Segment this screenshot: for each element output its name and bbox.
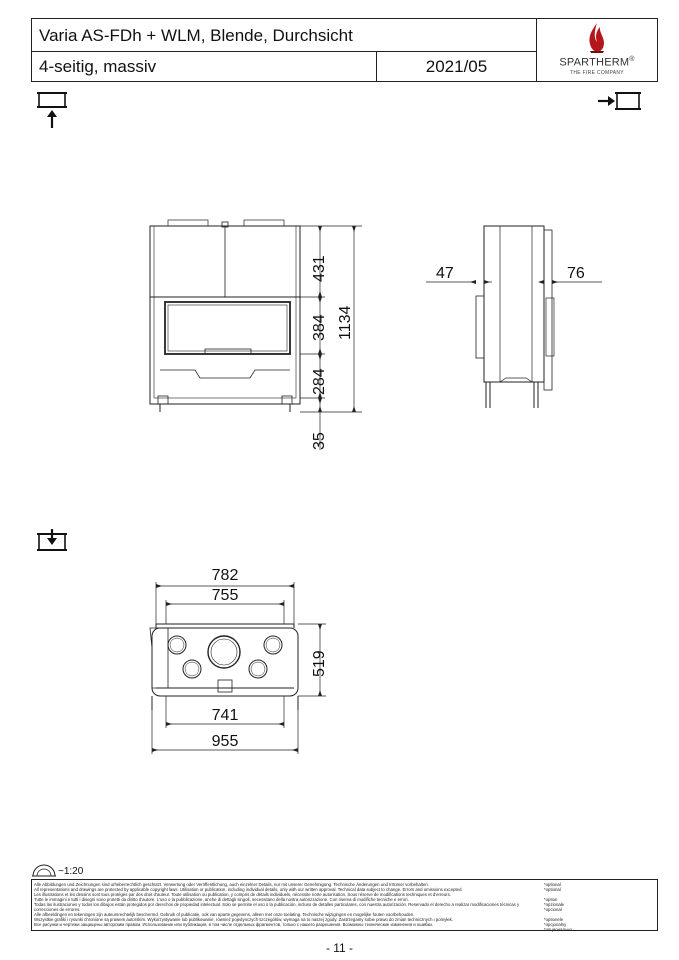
dim-755: 755	[212, 587, 239, 604]
dim-955: 955	[212, 733, 239, 750]
drawing-scale: ~1:20	[58, 866, 84, 877]
dim-519: 519	[311, 650, 328, 677]
title-block: Varia AS-FDh + WLM, Blende, Durchsicht 4…	[31, 18, 658, 82]
dim-35: 35	[311, 432, 328, 450]
side-view-icon	[598, 92, 641, 110]
top-view-icon	[37, 529, 67, 551]
document-title: Varia AS-FDh + WLM, Blende, Durchsicht	[32, 19, 537, 52]
dim-47: 47	[436, 265, 454, 282]
top-view-drawing: 782 755 741 955 519	[149, 567, 328, 754]
brand-name: SPARTHERM®	[559, 56, 635, 69]
document-date: 2021/05	[377, 52, 537, 82]
side-view-drawing: 47 76	[426, 225, 602, 408]
disclaimer-text: Alle Abbildungen und Zeichnungen sind ur…	[34, 882, 520, 927]
dim-384: 384	[311, 314, 328, 341]
flame-icon	[589, 23, 604, 53]
front-view-drawing: 431 384 284 35 1134	[149, 219, 362, 450]
brand-tagline: THE FIRE COMPANY	[570, 70, 624, 76]
document-subtitle: 4-seitig, massiv	[32, 52, 377, 82]
scale-icon	[32, 864, 56, 877]
brand-logo: SPARTHERM® THE FIRE COMPANY	[537, 19, 657, 81]
optional-notes: *optional *optional *option *opzionale *…	[544, 882, 572, 932]
dim-284: 284	[311, 368, 328, 395]
dim-431: 431	[311, 255, 328, 282]
page-number: - 11 -	[325, 941, 354, 955]
dim-1134: 1134	[337, 305, 354, 340]
dim-782: 782	[212, 567, 239, 584]
disclaimer-box: Alle Abbildungen und Zeichnungen sind ur…	[31, 879, 658, 932]
front-view-icon	[37, 92, 67, 128]
dim-741: 741	[212, 707, 239, 724]
dim-76: 76	[567, 265, 585, 282]
